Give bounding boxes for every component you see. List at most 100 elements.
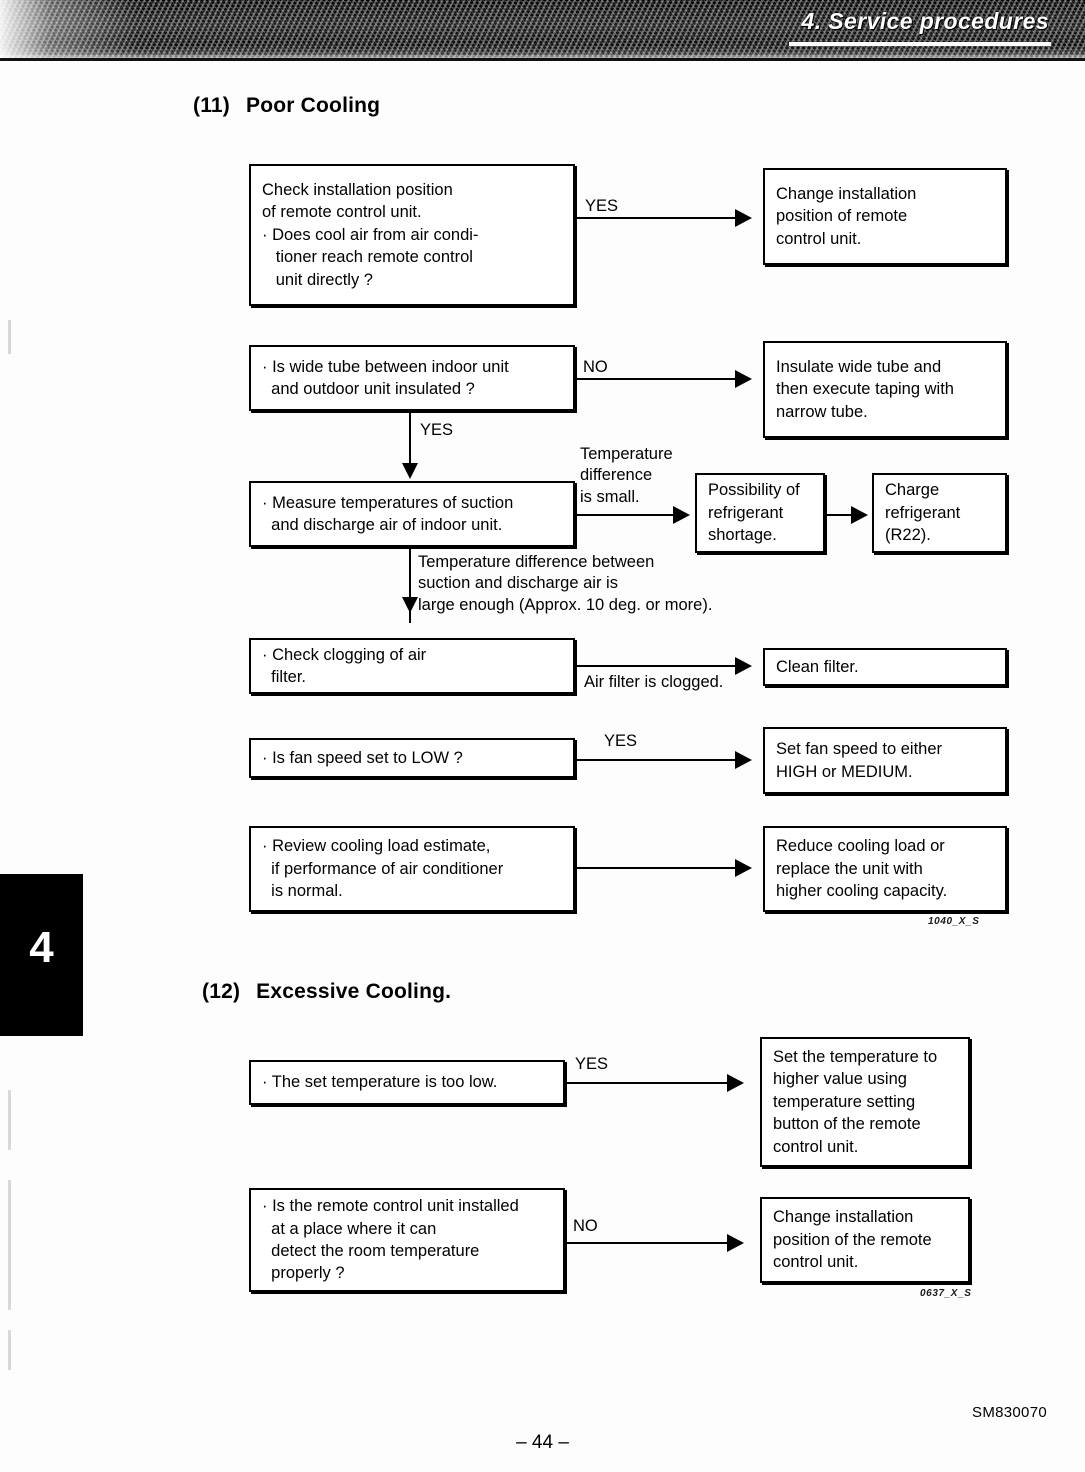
box-insulate-wide-tube: Insulate wide tube and then execute tapi… bbox=[763, 341, 1007, 438]
box-clean-filter: Clean filter. bbox=[763, 648, 1007, 686]
box-line: properly ? bbox=[262, 1264, 345, 1283]
box-line: Set fan speed to either bbox=[776, 740, 943, 759]
connector-line bbox=[409, 411, 411, 469]
connector-line bbox=[409, 547, 411, 623]
box-line: position of the remote bbox=[773, 1230, 932, 1249]
box-line: and outdoor unit insulated ? bbox=[262, 380, 475, 398]
arrow-right-icon bbox=[673, 506, 690, 524]
box-line: replace the unit with bbox=[776, 859, 923, 878]
chapter-tab-number: 4 bbox=[29, 923, 54, 972]
arrow-right-icon bbox=[735, 657, 752, 675]
section-title: Excessive Cooling. bbox=[256, 980, 452, 1003]
label-line: difference bbox=[580, 466, 653, 485]
box-line: higher value using bbox=[773, 1070, 907, 1089]
box-line: Check installation position bbox=[262, 180, 453, 199]
box-line: refrigerant bbox=[885, 503, 961, 522]
chapter-tab: 4 bbox=[0, 874, 83, 1036]
connector-line bbox=[575, 759, 735, 761]
box-line: · Is wide tube between indoor unit bbox=[262, 357, 509, 376]
connector-line bbox=[575, 867, 735, 869]
box-reduce-cooling-load: Reduce cooling load or replace the unit … bbox=[763, 826, 1007, 912]
box-line: narrow tube. bbox=[776, 402, 868, 421]
label-air-filter-clogged: Air filter is clogged. bbox=[584, 673, 724, 691]
arrow-right-icon bbox=[735, 859, 752, 877]
box-line: · Review cooling load estimate, bbox=[262, 837, 491, 856]
arrow-right-icon bbox=[851, 506, 868, 524]
box-wide-tube-insulated: · Is wide tube between indoor unit and o… bbox=[249, 345, 575, 411]
box-line: Charge bbox=[885, 481, 940, 500]
label-temp-difference-small: Temperature difference is small. bbox=[580, 444, 673, 508]
label-yes-1: YES bbox=[585, 197, 619, 215]
header-title-underline bbox=[789, 42, 1051, 46]
box-line: button of the remote bbox=[773, 1115, 921, 1134]
box-check-install-position: Check installation position of remote co… bbox=[249, 164, 575, 306]
box-measure-temperatures: · Measure temperatures of suction and di… bbox=[249, 481, 575, 547]
arrow-right-icon bbox=[735, 751, 752, 769]
label-no-excessive: NO bbox=[573, 1217, 598, 1235]
box-line: · Is fan speed set to LOW ? bbox=[262, 748, 463, 767]
box-line: shortage. bbox=[708, 526, 777, 545]
label-yes-excessive: YES bbox=[575, 1055, 609, 1073]
box-line: then execute taping with bbox=[776, 380, 954, 399]
box-line: detect the room temperature bbox=[262, 1242, 480, 1260]
box-line: Insulate wide tube and bbox=[776, 357, 942, 376]
arrow-right-icon bbox=[735, 370, 752, 388]
figure-code-2: 0637_X_S bbox=[920, 1288, 972, 1299]
box-line: and discharge air of indoor unit. bbox=[262, 516, 503, 534]
label-yes-3: YES bbox=[604, 732, 638, 750]
box-line: at a place where it can bbox=[262, 1219, 437, 1238]
section-heading-12: (12) Excessive Cooling. bbox=[202, 980, 451, 1004]
box-set-higher-temp: Set the temperature to higher value usin… bbox=[760, 1037, 970, 1167]
box-line: Change installation bbox=[776, 184, 917, 203]
box-line: refrigerant bbox=[708, 503, 784, 522]
box-line: · The set temperature is too low. bbox=[262, 1073, 498, 1092]
scan-artifact bbox=[8, 320, 11, 354]
section-number: (11) bbox=[193, 94, 230, 117]
connector-line bbox=[575, 378, 735, 380]
label-no-1: NO bbox=[583, 358, 608, 376]
box-line: · Does cool air from air condi- bbox=[262, 225, 479, 244]
box-line: higher cooling capacity. bbox=[776, 882, 948, 901]
arrow-down-icon bbox=[402, 463, 418, 479]
box-line: Change installation bbox=[773, 1208, 914, 1227]
page-number: – 44 – bbox=[516, 1432, 569, 1453]
label-line: Temperature bbox=[580, 445, 673, 463]
box-change-install-position: Change installation position of remote c… bbox=[763, 168, 1007, 265]
box-line: · Check clogging of air bbox=[262, 645, 427, 664]
box-change-install-position-2: Change installation position of the remo… bbox=[760, 1197, 970, 1283]
box-set-temp-too-low: · The set temperature is too low. bbox=[249, 1060, 565, 1105]
box-line: Clean filter. bbox=[776, 657, 859, 676]
box-line: · Measure temperatures of suction bbox=[262, 493, 514, 512]
scan-artifact bbox=[8, 1180, 11, 1310]
box-line: control unit. bbox=[773, 1137, 859, 1156]
arrow-down-icon bbox=[402, 597, 418, 613]
box-line: (R22). bbox=[885, 526, 931, 545]
box-line: position of remote bbox=[776, 207, 908, 226]
box-line: temperature setting bbox=[773, 1092, 916, 1111]
box-fan-speed-low: · Is fan speed set to LOW ? bbox=[249, 738, 575, 778]
section-heading-11: (11) Poor Cooling bbox=[193, 94, 380, 118]
box-check-clogging: · Check clogging of air filter. bbox=[249, 638, 575, 694]
figure-code-1: 1040_X_S bbox=[928, 916, 980, 927]
connector-line bbox=[565, 1082, 727, 1084]
section-number: (12) bbox=[202, 980, 241, 1003]
arrow-right-icon bbox=[727, 1074, 744, 1092]
document-code: SM830070 bbox=[972, 1404, 1047, 1421]
box-line: of remote control unit. bbox=[262, 203, 422, 222]
arrow-right-icon bbox=[727, 1234, 744, 1252]
box-line: · Is the remote control unit installed bbox=[262, 1197, 519, 1216]
box-review-cooling-load: · Review cooling load estimate, if perfo… bbox=[249, 826, 575, 912]
page-title: 4. Service procedures bbox=[801, 8, 1049, 34]
box-line: unit directly ? bbox=[262, 270, 373, 289]
section-title: Poor Cooling bbox=[246, 94, 381, 117]
box-line: Possibility of bbox=[708, 481, 800, 500]
label-yes-2: YES bbox=[420, 421, 454, 439]
header-band-texture bbox=[0, 0, 230, 62]
label-line: is small. bbox=[580, 487, 640, 506]
box-line: control unit. bbox=[773, 1253, 859, 1272]
scan-artifact bbox=[8, 1090, 11, 1150]
connector-line bbox=[825, 514, 853, 516]
box-charge-refrigerant: Charge refrigerant (R22). bbox=[872, 473, 1007, 553]
